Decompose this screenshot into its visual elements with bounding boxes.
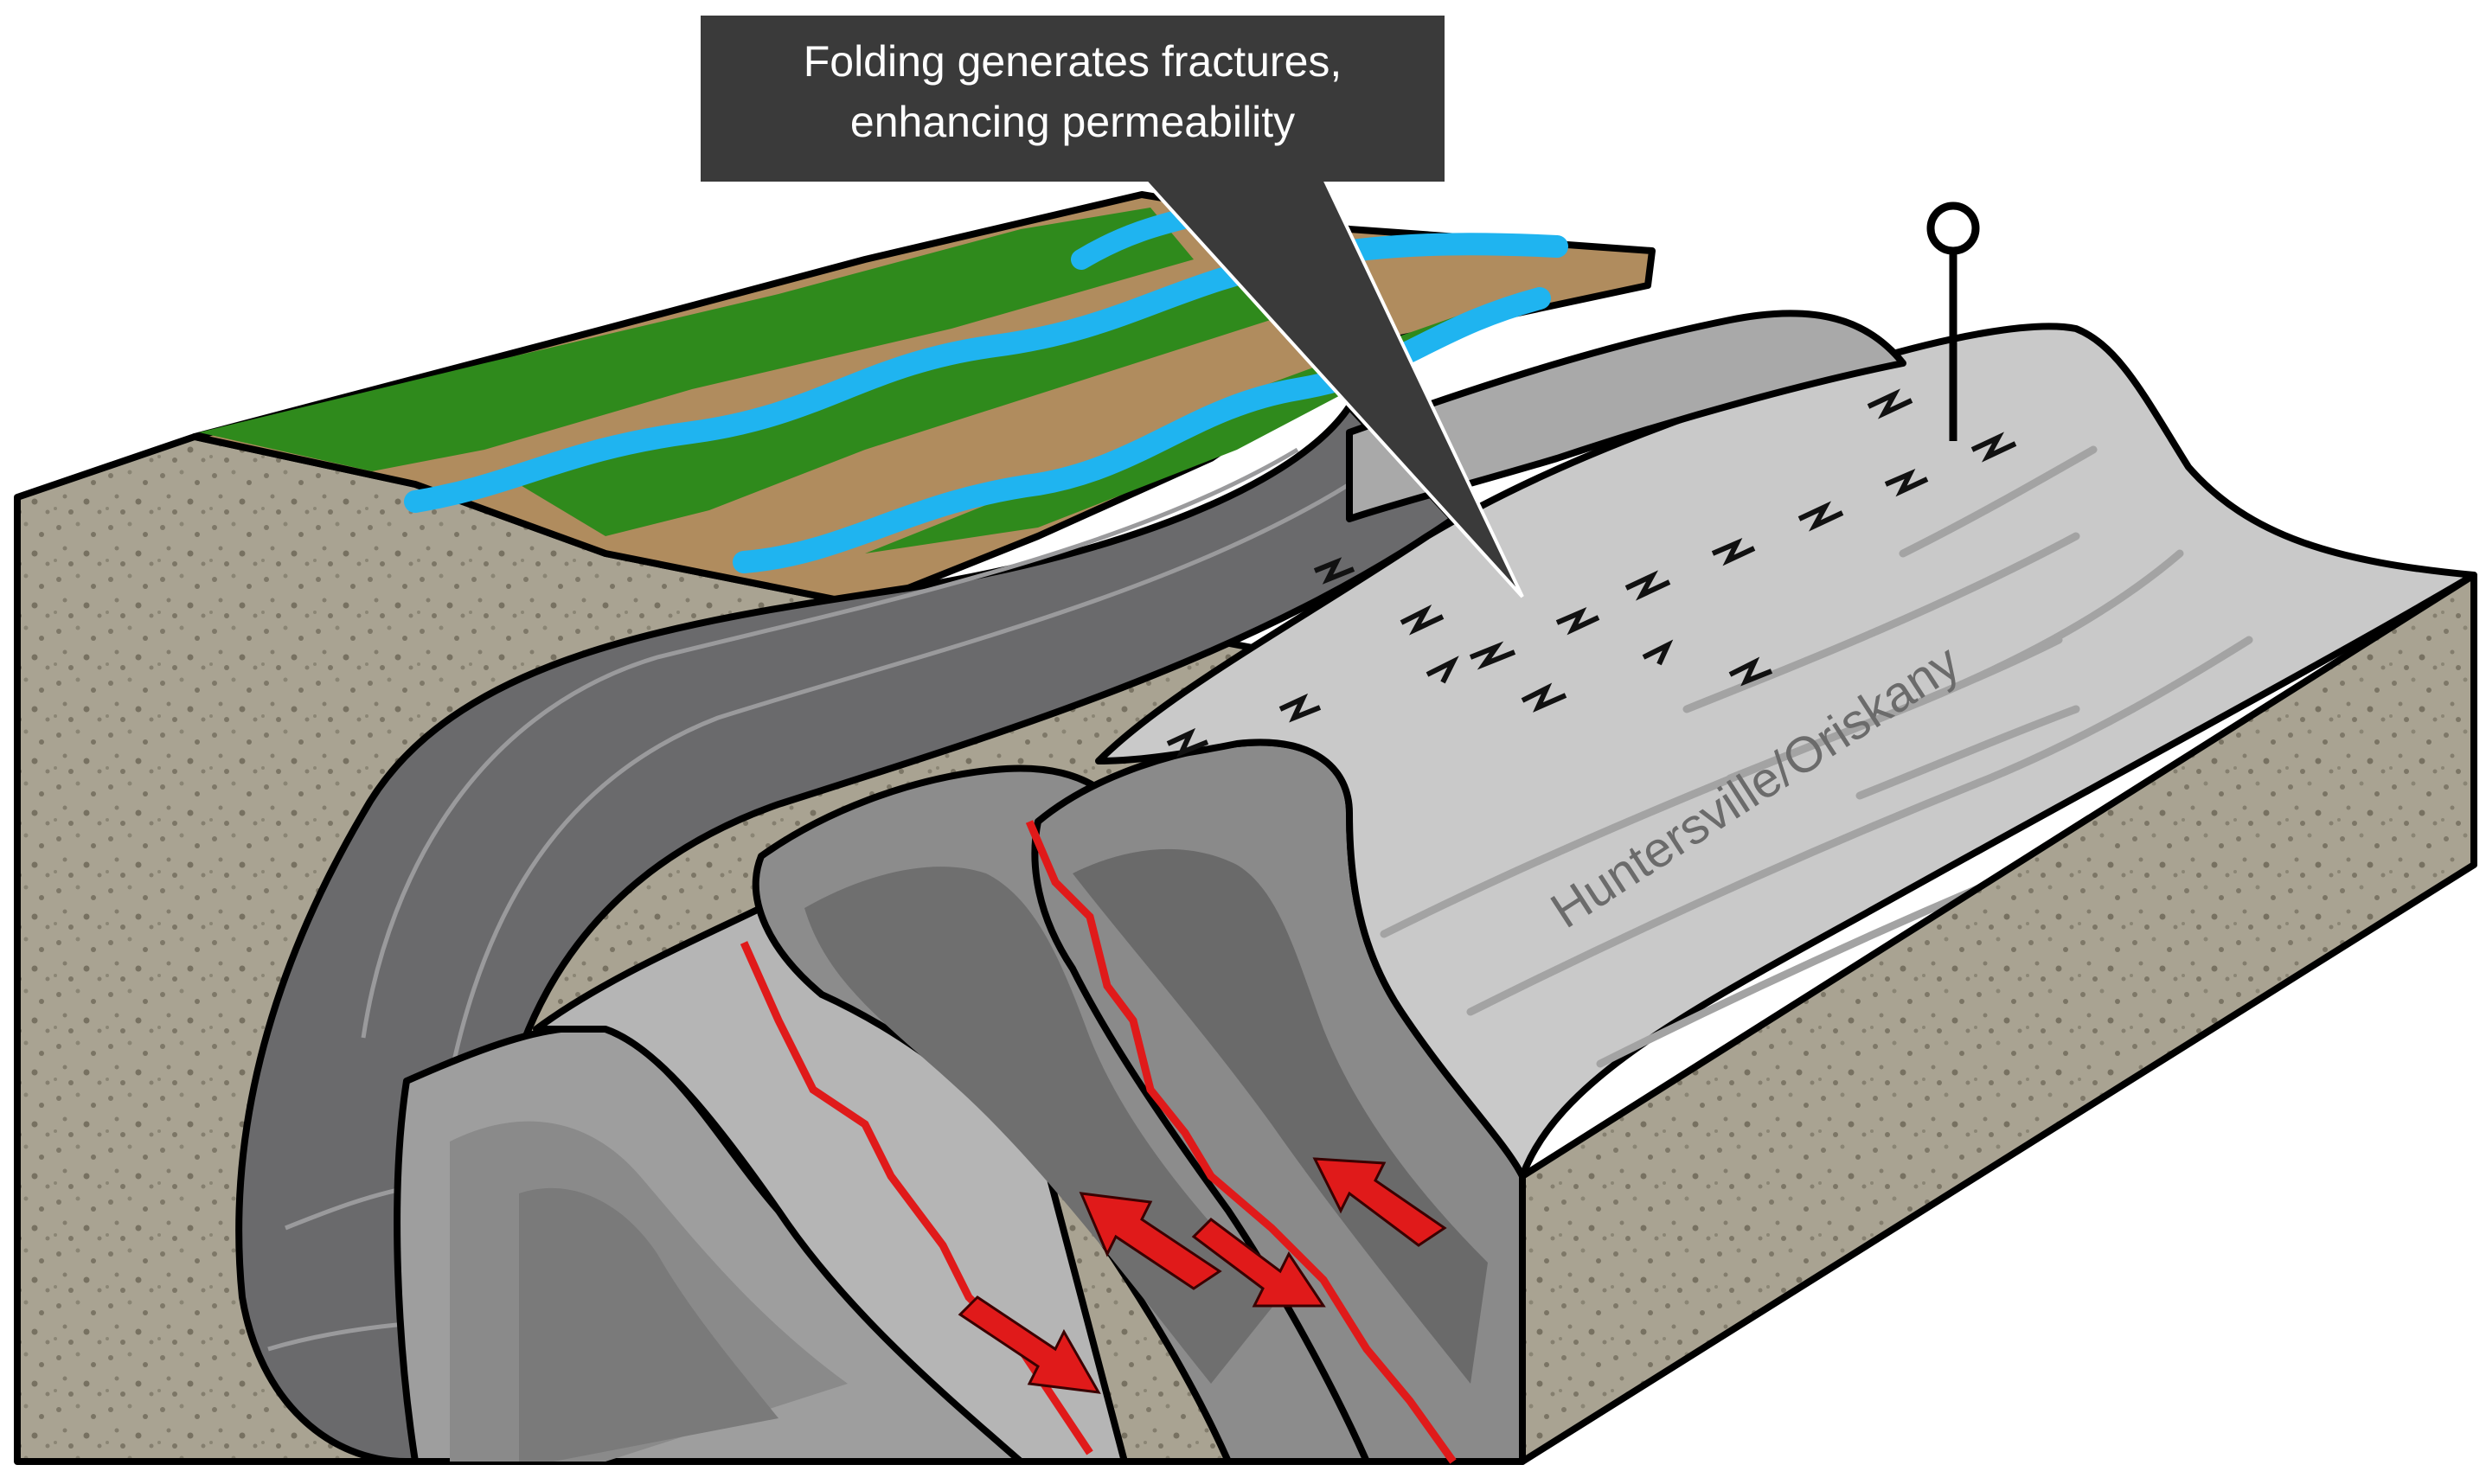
fault-trace-right <box>1025 820 1457 1464</box>
river <box>404 233 1568 513</box>
callout-box <box>701 16 1445 182</box>
fracture-lines <box>1166 388 2017 758</box>
callout: Folding generates fractures, enhancing p… <box>701 16 1524 598</box>
river <box>733 287 1551 573</box>
dark-shale-fold <box>235 403 1457 1465</box>
bedding-traces <box>1380 445 2253 1068</box>
callout-line-2: enhancing permeability <box>850 98 1295 146</box>
front-sediment-face <box>1519 572 2477 1465</box>
back-ridge <box>1346 310 1906 522</box>
callout-line-1: Folding generates fractures, <box>804 37 1342 86</box>
fault-slip-arrow-icon <box>958 1157 1447 1394</box>
well-marker-icon <box>1926 201 1980 441</box>
